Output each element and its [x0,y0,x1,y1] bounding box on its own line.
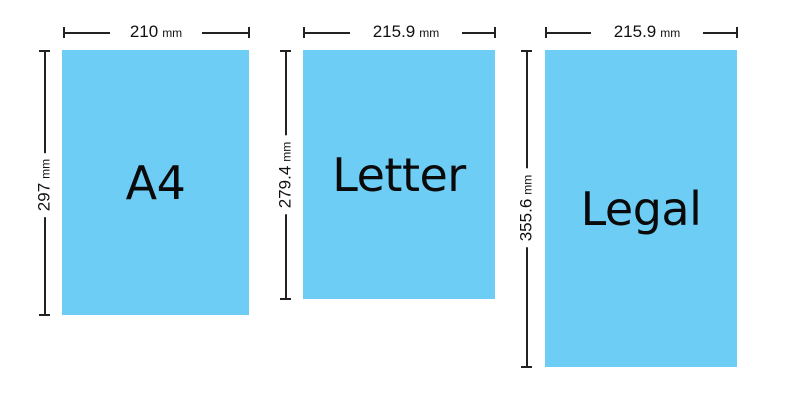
paper-letter-sheet: Letter [303,50,495,299]
paper-letter-height-value: 279.4 [275,165,295,209]
paper-letter-width-unit: mm [419,26,440,40]
paper-legal-height-unit: mm [520,174,535,195]
paper-legal-sheet: Legal [545,50,737,367]
paper-legal-height-value: 355.6 [516,198,536,242]
paper-a4-label: A4 [125,155,186,210]
paper-a4-height-value: 297 [34,182,54,212]
paper-letter-width-value: 215.9 [372,22,416,41]
paper-a4-height-unit: mm [38,158,53,179]
paper-a4-sheet: A4 [62,50,249,315]
paper-a4-width-value: 210 [129,22,159,41]
paper-legal-width-value: 215.9 [613,22,657,41]
paper-letter-label: Letter [332,147,466,202]
paper-a4-width-unit: mm [162,26,183,40]
paper-letter-height-unit: mm [279,141,294,162]
paper-legal-width-unit: mm [660,26,681,40]
paper-legal-label: Legal [580,181,702,236]
